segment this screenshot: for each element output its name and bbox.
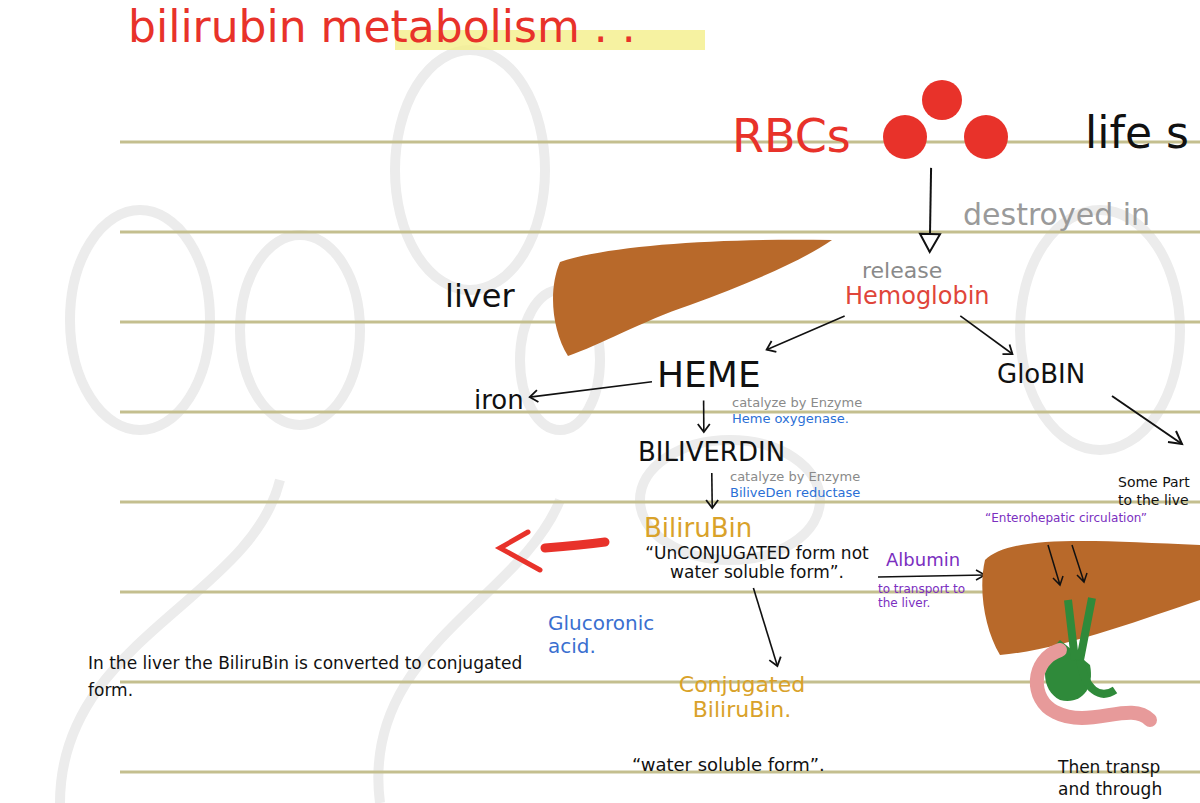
molecule-node: BILIVERDIN: [636, 436, 787, 470]
reagent-label: Glucoronic acid.: [548, 612, 678, 658]
node-title: GloBIN: [997, 360, 1085, 390]
cut-off-text: Some Part: [1118, 474, 1190, 490]
globin-arrow: [1112, 396, 1182, 444]
flow-arrow: [703, 400, 705, 432]
molecule-node: Conjugated BiliruBin.: [652, 670, 832, 725]
enzyme-name: BiliveDen reductase: [730, 486, 860, 501]
flow-arrow: [711, 473, 713, 508]
cut-off-text: “Enterohepatic circulation”: [985, 512, 1147, 526]
node-note: Hemoglobin: [845, 283, 990, 311]
cut-off-text: Then transp: [1058, 758, 1160, 778]
note-text: “water soluble form”.: [632, 755, 825, 776]
flow-arrow: [930, 168, 931, 252]
red-cells: [883, 80, 1008, 159]
carrier-label: Albumin: [886, 550, 960, 571]
flow-arrow: [960, 316, 1012, 354]
node-title: Conjugated BiliruBin.: [654, 672, 830, 723]
albumin-arrow: [878, 570, 985, 580]
flow-arrow: [753, 588, 777, 666]
node-title: BILIVERDIN: [638, 438, 785, 468]
organ-label: liver: [445, 278, 515, 315]
enzyme-name: Heme oxygenase.: [732, 412, 849, 427]
node-title: BiliruBin: [628, 514, 886, 544]
watermark-doodles: [60, 50, 1180, 803]
molecule-node: releaseHemoglobin: [843, 256, 992, 313]
carrier-note: to transport to the liver.: [878, 583, 988, 611]
enzyme-note: catalyze by Enzyme: [732, 396, 862, 411]
molecule-node: HEME: [655, 352, 763, 397]
product-node: iron: [472, 384, 526, 418]
cut-off-text: life s: [1085, 108, 1189, 159]
molecule-node: GloBIN: [995, 358, 1087, 392]
ruled-lines: [120, 142, 1200, 772]
page-title: bilirubin metabolism . .: [128, 2, 636, 53]
gut-illustration: [982, 541, 1200, 720]
node-title: HEME: [657, 354, 761, 395]
flow-arrow: [530, 382, 652, 397]
flow-arrow: [767, 316, 845, 350]
node-title: RBCs: [732, 110, 1008, 163]
enzyme-note: catalyze by Enzyme: [730, 470, 860, 485]
note-text: destroyed in: [963, 198, 1150, 233]
node-title: release: [845, 258, 990, 283]
red-chevron: [500, 532, 605, 570]
cut-off-text: to the live: [1118, 492, 1189, 508]
node-title: iron: [474, 386, 524, 416]
cut-off-text: and through: [1058, 780, 1162, 800]
liver-illustration: [553, 240, 832, 356]
node-note: “UnCONJUGATED form not water soluble for…: [628, 544, 886, 583]
cell-node: RBCs: [730, 108, 1010, 165]
note-text: In the liver the BiliruBin is converted …: [88, 650, 528, 704]
molecule-node: BiliruBin“UnCONJUGATED form not water so…: [626, 512, 888, 585]
